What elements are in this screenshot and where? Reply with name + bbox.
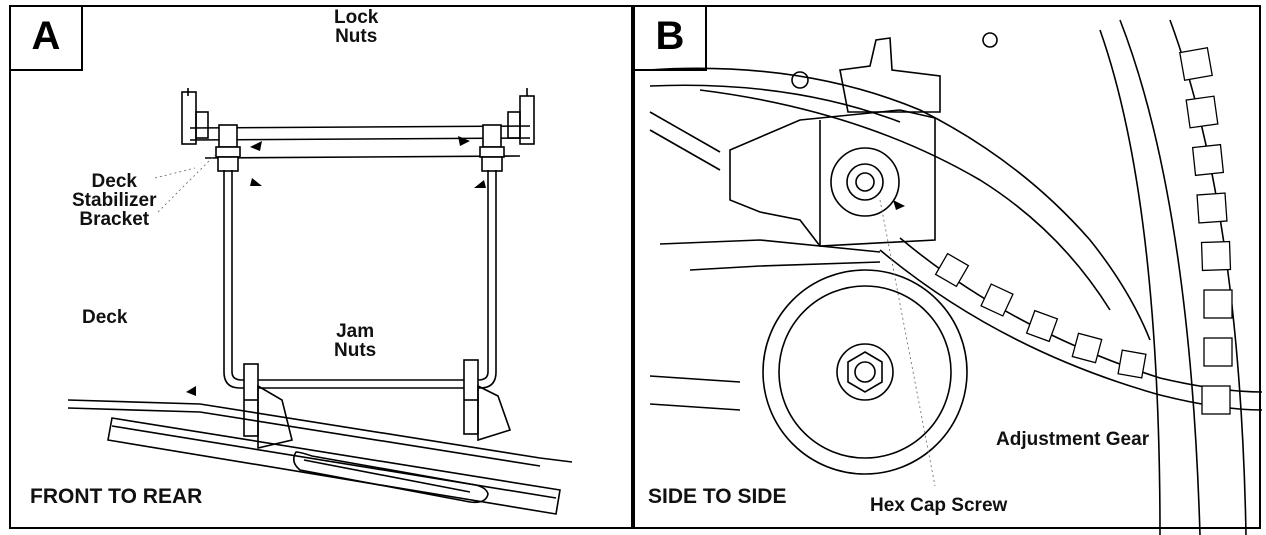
panel-b-badge: B xyxy=(655,14,685,58)
panel-a-frame xyxy=(9,5,633,529)
panel-a-arrow-markers xyxy=(186,136,486,396)
hex-cap-screw-label: Hex Cap Screw xyxy=(870,495,1008,516)
wheel-adjustment-illustration xyxy=(647,19,1263,535)
panel-a-leader-lines xyxy=(154,154,216,213)
deck-label: Deck xyxy=(82,307,128,328)
panel-a-caption: FRONT TO REAR xyxy=(30,485,203,508)
tire-tread xyxy=(934,47,1233,415)
panel-b-badge-box xyxy=(633,5,707,71)
panel-b-frame xyxy=(633,5,1261,529)
panel-a-badge: A xyxy=(31,14,61,58)
lock-nuts-label: Lock Nuts xyxy=(334,7,379,47)
deck-stabilizer-bracket-label: Deck Stabilizer Bracket xyxy=(72,171,157,230)
panel-b-leader-line xyxy=(879,199,936,487)
deck-stabilizer-illustration xyxy=(67,88,573,515)
panel-b-arrow-marker xyxy=(893,200,905,210)
jam-nuts-label: Jam Nuts xyxy=(334,321,377,361)
panel-b-caption: SIDE TO SIDE xyxy=(648,485,787,508)
panel-a-badge-box xyxy=(9,5,83,71)
adjustment-gear-label: Adjustment Gear xyxy=(996,429,1150,450)
